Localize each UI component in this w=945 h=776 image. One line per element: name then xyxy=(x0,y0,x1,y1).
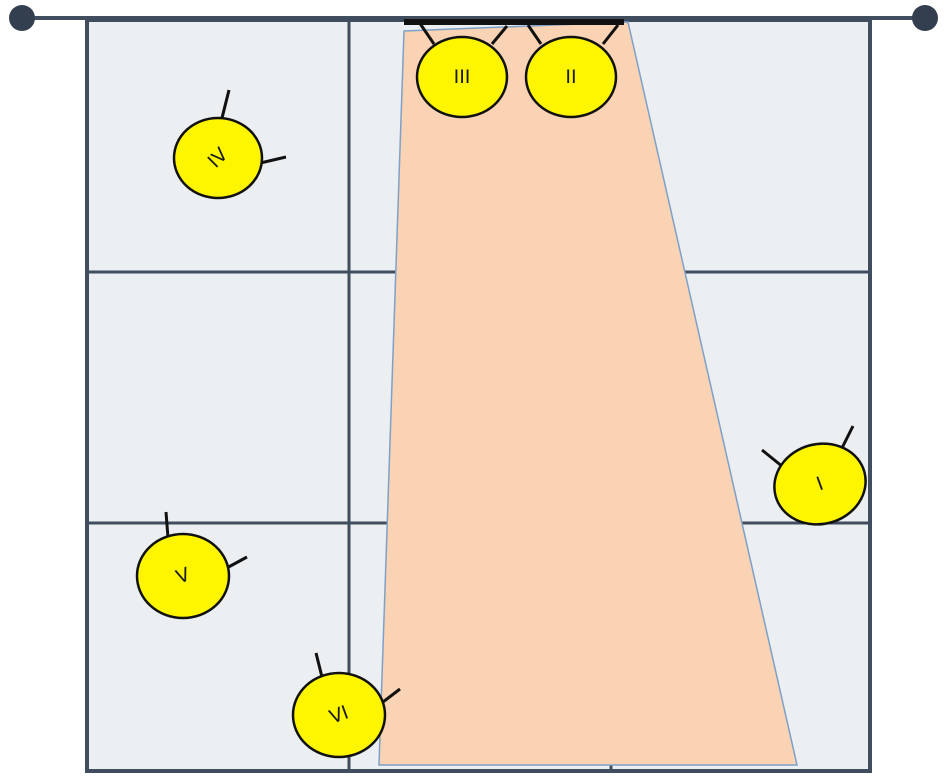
marker-antenna xyxy=(490,25,509,45)
marker-antenna xyxy=(164,511,170,539)
marker-antenna xyxy=(526,24,543,45)
marker-antenna xyxy=(761,448,784,469)
rail-right-knob xyxy=(912,5,938,31)
marker-antenna xyxy=(417,21,436,45)
marker-body xyxy=(415,35,509,119)
top-rail xyxy=(9,5,938,31)
marker-ii: II xyxy=(524,24,620,119)
rail-left-knob xyxy=(9,5,35,31)
marker-body xyxy=(773,442,867,526)
marker-group: III II IV I V V xyxy=(135,21,867,759)
marker-antenna xyxy=(840,425,855,449)
marker-antenna xyxy=(314,652,324,678)
marker-body xyxy=(524,35,618,119)
marker-label: II xyxy=(565,66,576,88)
marker-body xyxy=(172,116,264,200)
marker-iv: IV xyxy=(172,89,287,200)
marker-vi: VI xyxy=(291,652,401,759)
marker-body xyxy=(291,671,387,759)
marker-antenna xyxy=(601,24,620,45)
marker-body xyxy=(135,532,231,620)
marker-iii: III xyxy=(415,21,509,119)
grid-cell xyxy=(85,270,351,525)
marker-v: V xyxy=(135,511,248,620)
marker-i: I xyxy=(761,425,867,526)
marker-label: III xyxy=(454,66,471,88)
marker-antenna xyxy=(220,89,231,119)
